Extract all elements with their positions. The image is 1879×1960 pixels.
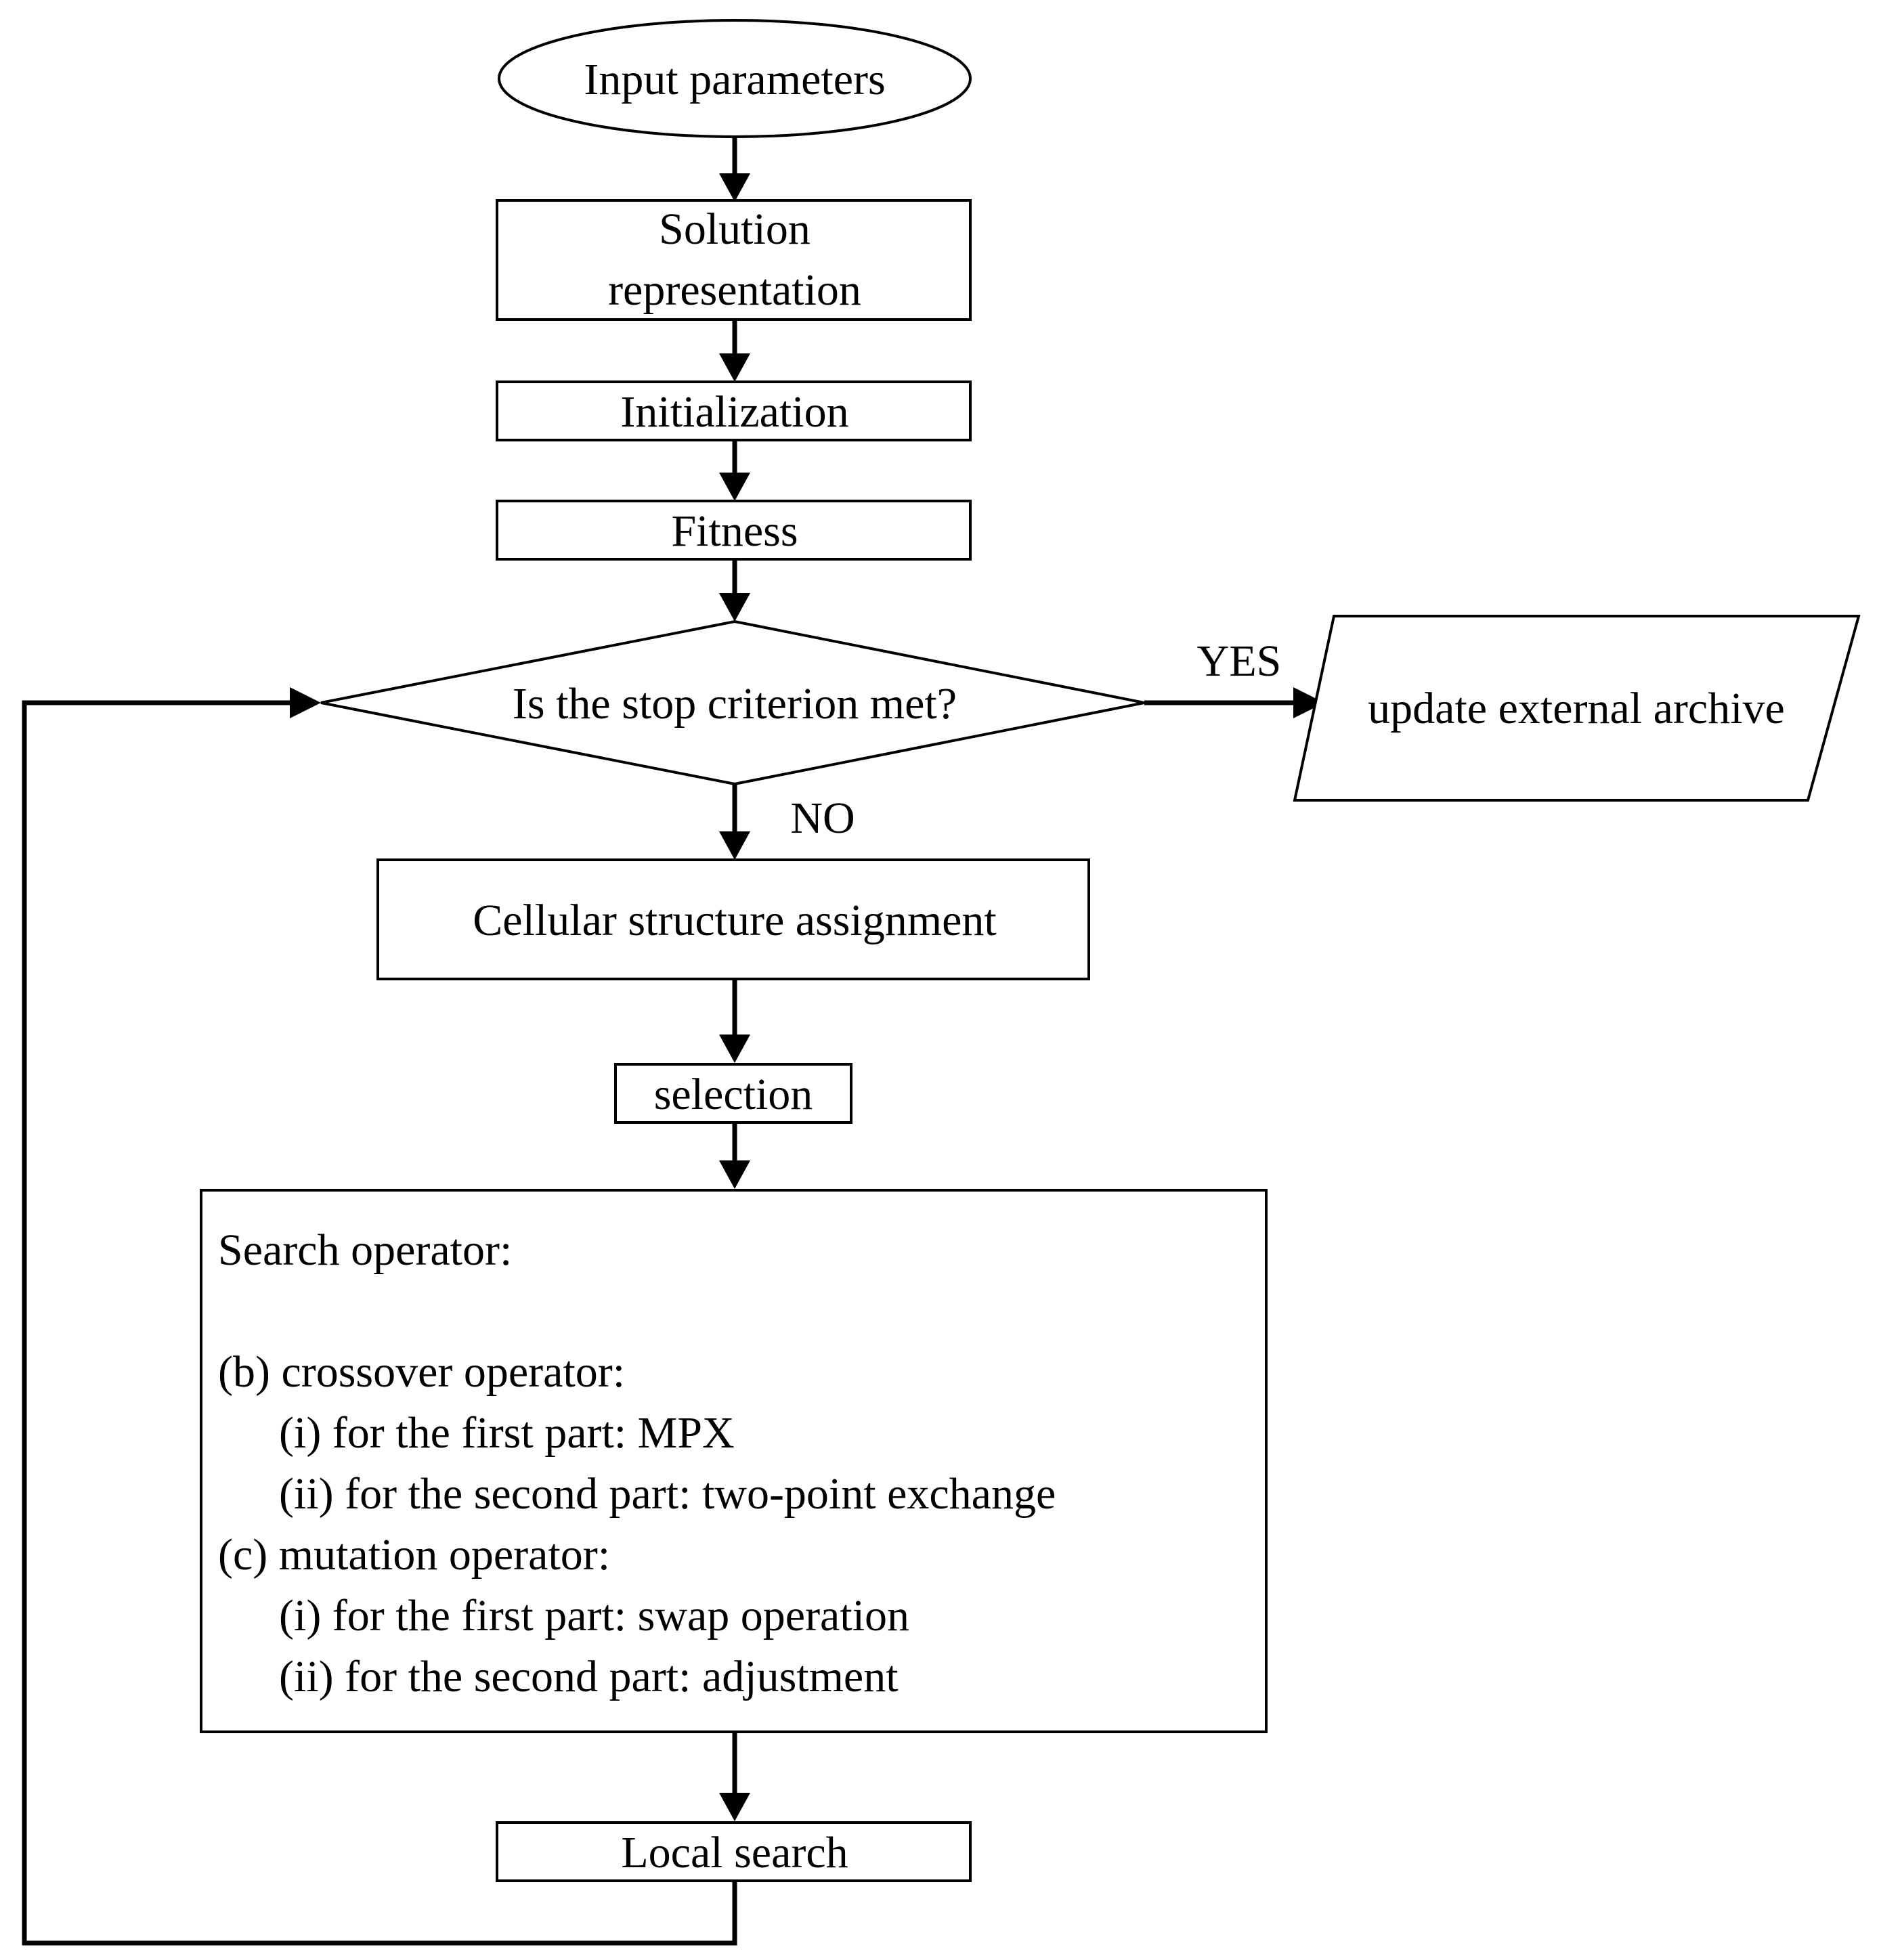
local-search-box xyxy=(496,1821,972,1882)
arrow-cellular-to-selection xyxy=(719,979,750,1063)
decision-node: Is the stop criterion met? xyxy=(320,619,1145,786)
start-label: Input parameters xyxy=(584,55,885,104)
crossover-item-i: (i) for the first part: MPX xyxy=(279,1408,735,1458)
cellular-node: Cellular structure assignment xyxy=(376,858,1090,980)
arrow-initialization-to-fitness xyxy=(719,440,750,501)
fitness-label: Fitness xyxy=(671,506,798,556)
arrow-solution-to-initialization xyxy=(719,320,750,382)
solution-representation-box xyxy=(496,199,972,321)
solution-representation-node: Solution representation xyxy=(496,199,972,321)
output-label: update external archive xyxy=(1368,684,1785,733)
arrow-search-to-local xyxy=(719,1732,750,1821)
fitness-box xyxy=(496,500,972,561)
search-operator-title: Search operator: xyxy=(218,1225,512,1275)
output-parallelogram xyxy=(1293,615,1861,802)
mutation-item-ii: (ii) for the second part: adjustment xyxy=(279,1652,899,1701)
cellular-label: Cellular structure assignment xyxy=(473,896,996,945)
decision-label: Is the stop criterion met? xyxy=(513,679,957,728)
yes-label: YES xyxy=(1197,636,1282,686)
start-node: Input parameters xyxy=(498,19,972,138)
arrow-start-to-solution xyxy=(719,137,750,202)
arrow-no-to-cellular xyxy=(719,784,750,860)
selection-node: selection xyxy=(614,1063,852,1124)
crossover-heading: (b) crossover operator: xyxy=(218,1347,625,1397)
no-label: NO xyxy=(790,793,855,843)
selection-label: selection xyxy=(654,1070,813,1119)
initialization-node: Initialization xyxy=(496,380,972,441)
cellular-box xyxy=(376,858,1090,980)
local-search-label: Local search xyxy=(621,1828,848,1877)
initialization-label: Initialization xyxy=(620,387,848,437)
arrow-loop-back-to-decision xyxy=(22,687,737,1946)
crossover-item-ii: (ii) for the second part: two-point exch… xyxy=(279,1469,1056,1519)
arrow-yes-to-output xyxy=(1144,687,1324,718)
arrow-fitness-to-decision xyxy=(719,559,750,622)
arrow-selection-to-search xyxy=(719,1123,750,1189)
local-search-node: Local search xyxy=(496,1821,972,1882)
output-node: update external archive xyxy=(1293,615,1861,802)
selection-box xyxy=(614,1063,852,1124)
search-operator-box xyxy=(200,1189,1268,1733)
search-operator-node: Search operator: (b) crossover operator:… xyxy=(200,1189,1268,1733)
mutation-item-i: (i) for the first part: swap operation xyxy=(279,1591,909,1640)
solution-representation-label-line1: Solution xyxy=(659,204,811,254)
fitness-node: Fitness xyxy=(496,500,972,561)
solution-representation-label-line2: representation xyxy=(608,265,861,315)
mutation-heading: (c) mutation operator: xyxy=(218,1530,610,1580)
